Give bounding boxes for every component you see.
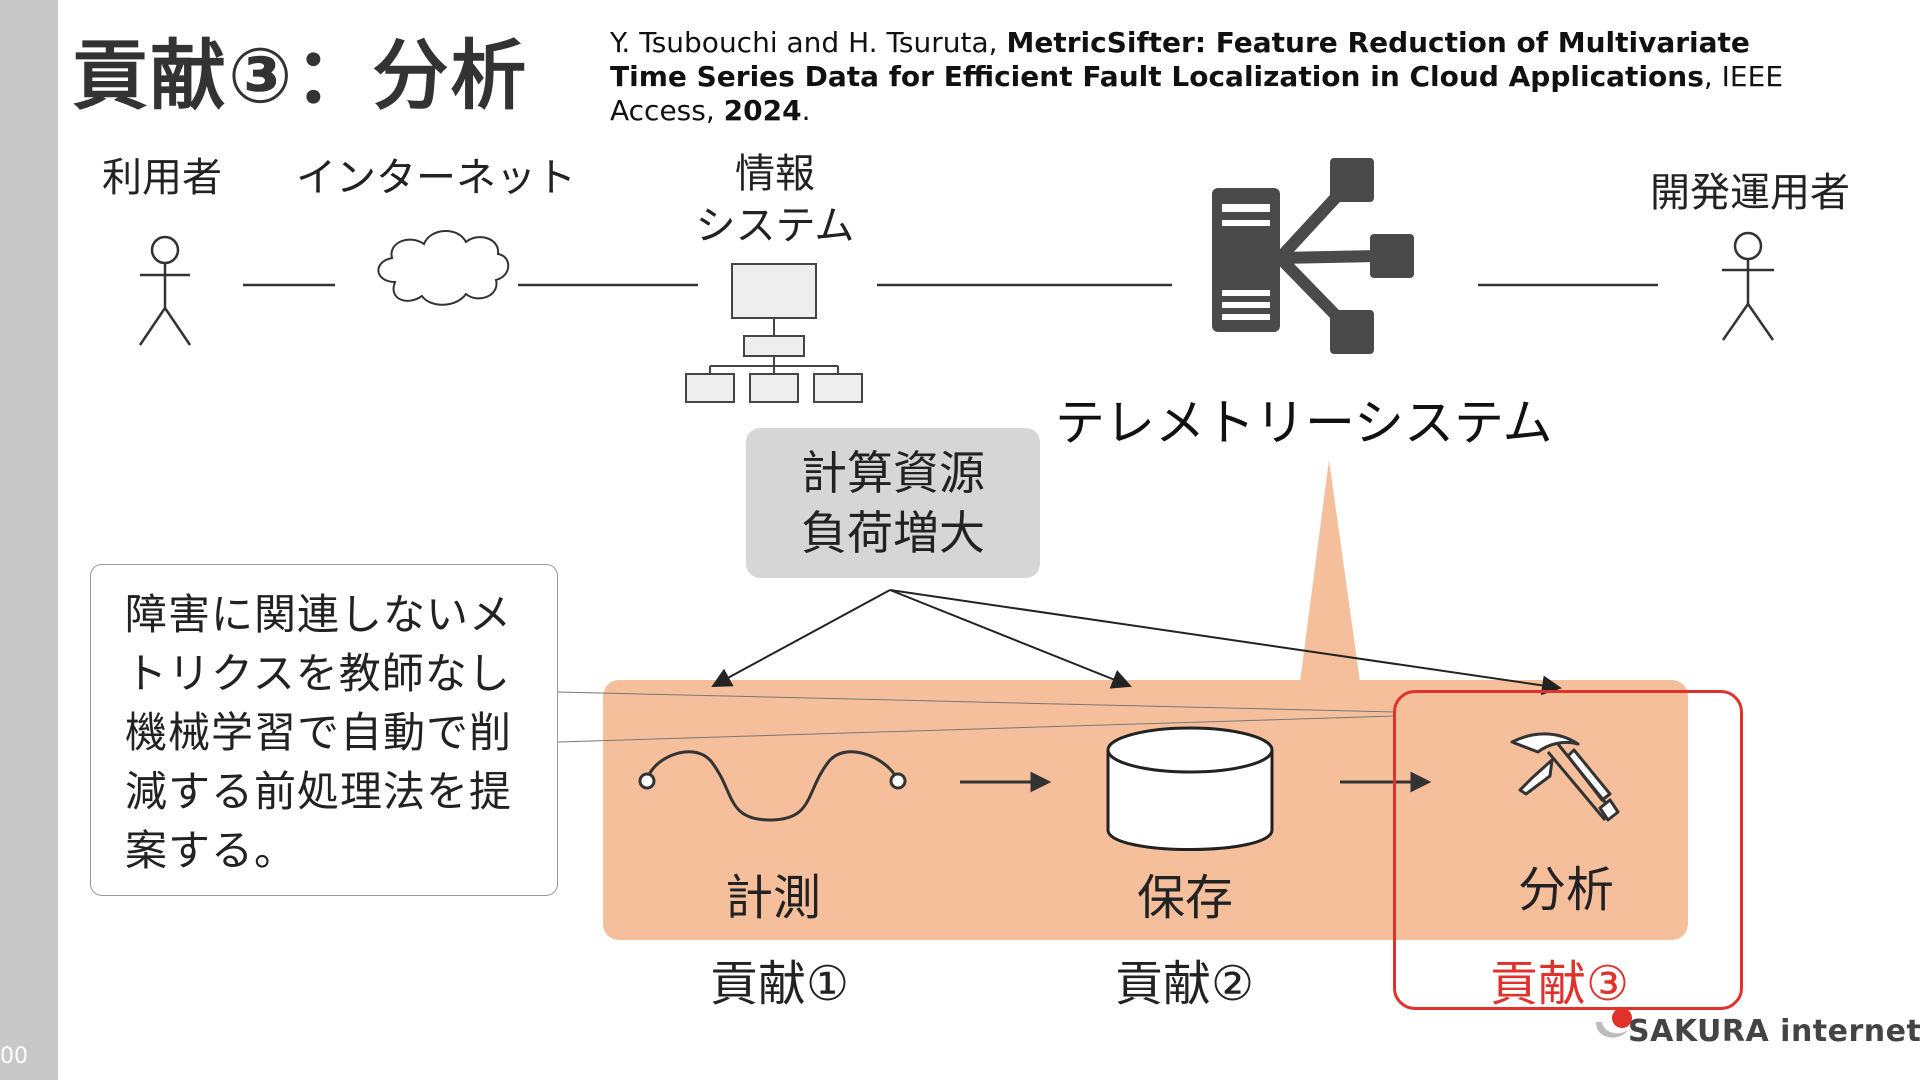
citation-year: 2024 (723, 94, 802, 127)
database-icon (1106, 726, 1274, 851)
stage-label-measure: 計測 (725, 870, 822, 926)
citation: Y. Tsubouchi and H. Tsuruta, MetricSifte… (610, 26, 1810, 128)
telemetry-server-icon (1212, 158, 1414, 354)
citation-end: . (801, 94, 811, 127)
contribution-3-highlight (1393, 690, 1743, 1010)
contribution-3: 貢献③ (1490, 956, 1630, 1012)
stage-label-analyze: 分析 (1518, 862, 1615, 918)
label-telemetry-system: テレメトリーシステム (1055, 394, 1553, 452)
proposal-callout-text: 障害に関連しないメトリクスを教師なし機械学習で自動で削減する前処理法を提案する。 (125, 590, 513, 875)
proposal-callout: 障害に関連しないメトリクスを教師なし機械学習で自動で削減する前処理法を提案する。 (90, 564, 558, 896)
label-info-system: 情報 システム (695, 151, 855, 249)
citation-authors: Y. Tsubouchi and H. Tsuruta, (610, 26, 1007, 59)
label-user: 利用者 (102, 155, 222, 201)
slide-title: 貢献③：分析 (72, 31, 529, 120)
contribution-2: 貢献② (1115, 956, 1255, 1012)
label-devops: 開発運用者 (1650, 170, 1850, 216)
resource-load-box: 計算資源 負荷増大 (746, 428, 1040, 578)
citation-venue: , IEEE Access, (610, 60, 1784, 127)
stage-arrows (960, 771, 1432, 793)
resource-load-text: 計算資源 負荷増大 (801, 446, 985, 560)
logo-mark-icon (1596, 1008, 1632, 1038)
pickaxe-icon (1510, 732, 1620, 822)
label-internet: インターネット (296, 155, 576, 201)
page-number: 00 (0, 1044, 28, 1069)
citation-paper-title: MetricSifter: Feature Reduction of Multi… (610, 26, 1750, 93)
user-figure-icon (138, 235, 192, 346)
cloud-icon (377, 230, 510, 306)
devops-figure-icon (1721, 231, 1775, 341)
slide-sidebar (0, 0, 58, 1080)
contribution-1: 貢献① (710, 956, 850, 1012)
company-logo: SAKURA internet (1590, 1000, 1920, 1060)
waveform-icon (638, 750, 907, 822)
stage-label-store: 保存 (1137, 870, 1234, 926)
logo-text: SAKURA internet (1628, 1014, 1920, 1049)
info-system-icon (685, 263, 863, 403)
